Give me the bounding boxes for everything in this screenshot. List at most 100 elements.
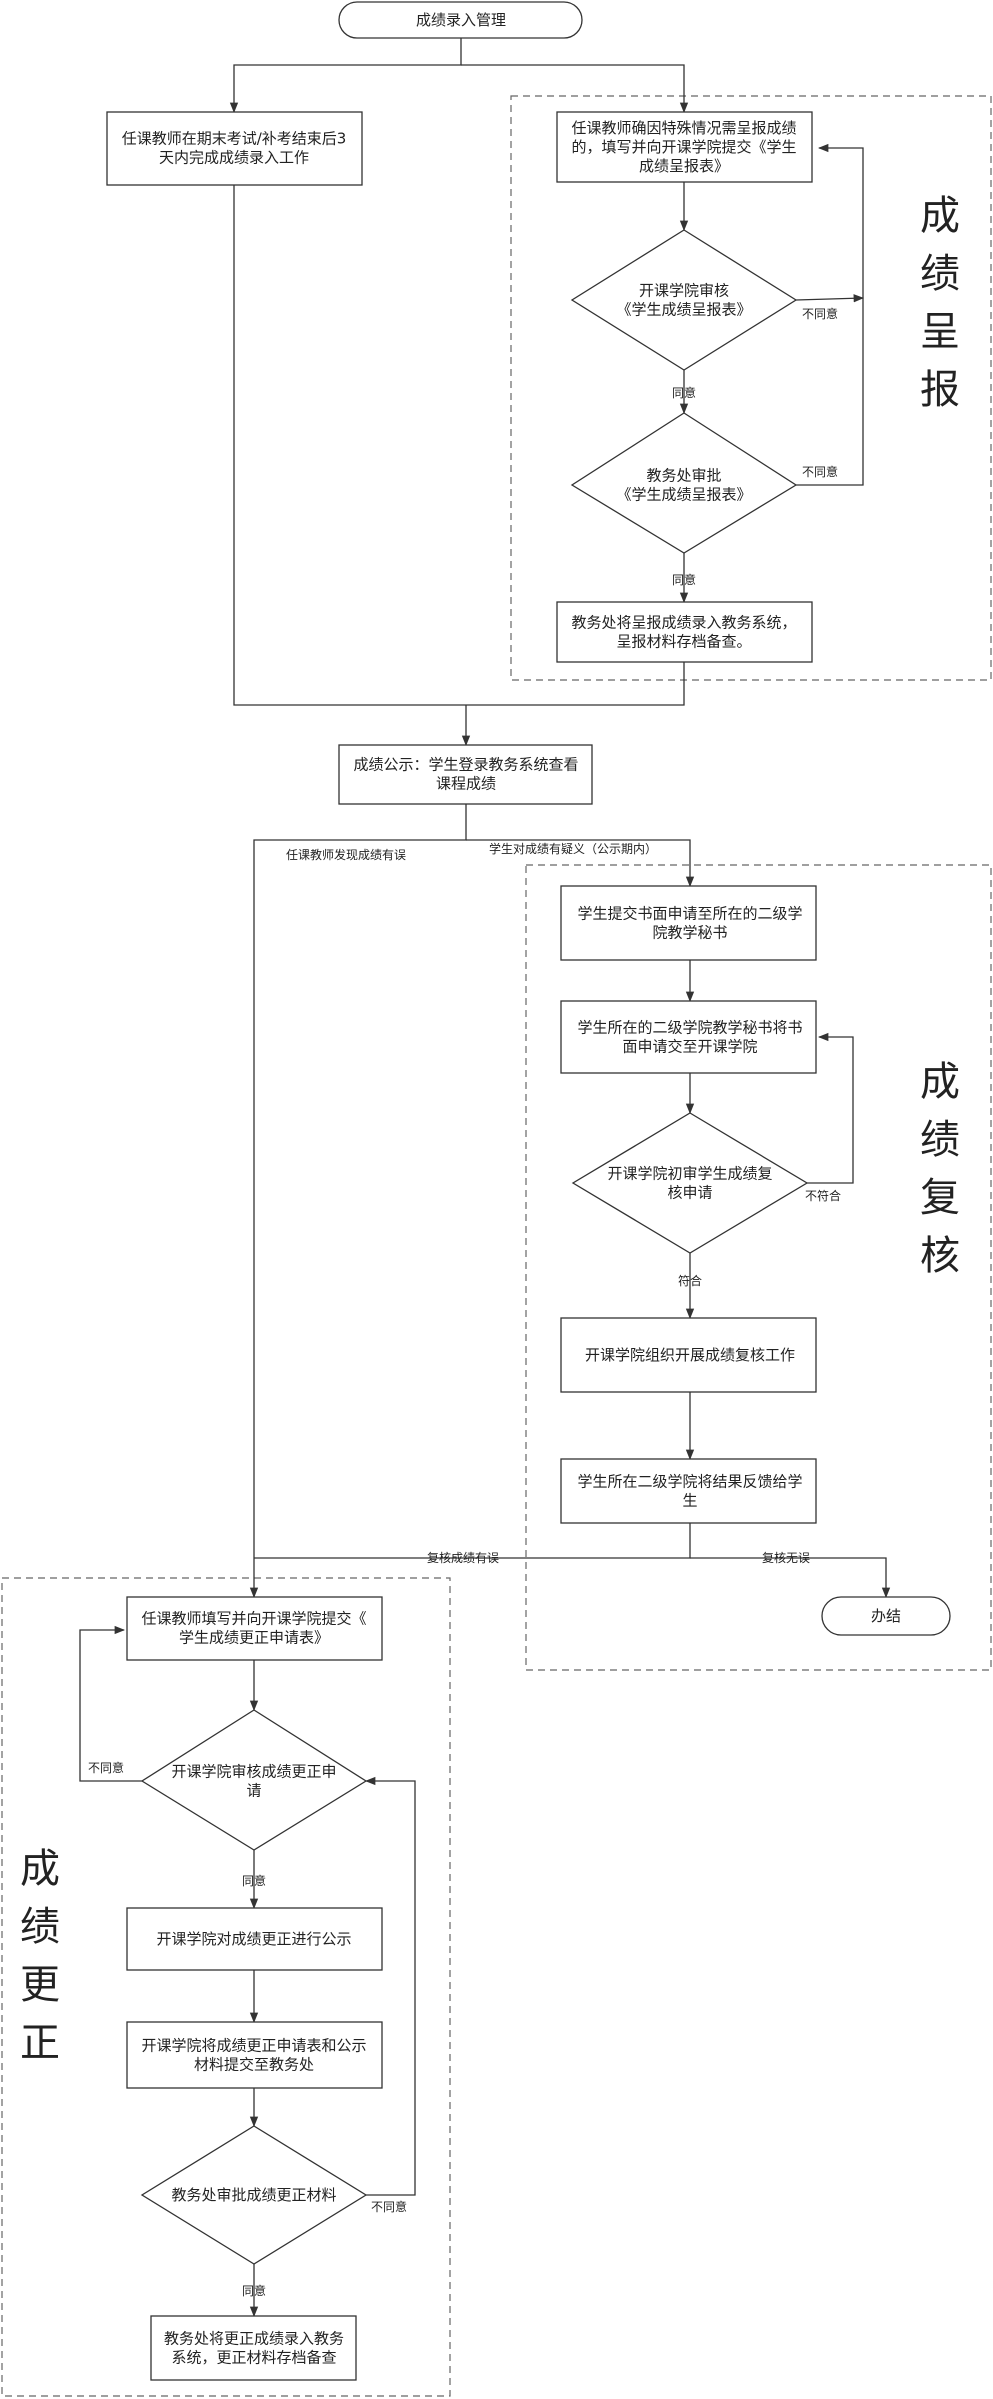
section-title-report-char-1: 成	[920, 193, 960, 239]
edge-label-disagree-4: 不同意	[371, 2199, 407, 2214]
edge-label-agree-1: 同意	[672, 385, 696, 400]
section-title-correction-char-4: 正	[20, 2020, 60, 2066]
node-college-review-correction: 开课学院审核成绩更正申请	[140, 1709, 368, 1851]
section-title-report-char-2: 绩	[920, 251, 960, 297]
node-special-report-text-line-1: 任课教师确因特殊情况需呈报成绩	[571, 119, 796, 137]
node-office-approve-report-text-line-2: 《学生成绩呈报表》	[616, 486, 751, 504]
node-start-text: 成绩录入管理	[416, 11, 506, 29]
node-publicize-text-line-2: 课程成绩	[436, 775, 496, 793]
node-college-review-correction-text-line-1: 开课学院审核成绩更正申	[171, 1763, 336, 1781]
node-college-review-report-text-line-2: 《学生成绩呈报表》	[616, 301, 751, 319]
node-done-text: 办结	[871, 1607, 901, 1625]
section-title-correction-char-3: 更	[20, 1962, 60, 2008]
node-college-recheck: 开课学院组织开展成绩复核工作	[560, 1317, 817, 1393]
edge-label-recheck-error: 复核成绩有误	[427, 1551, 499, 1565]
section-title-recheck-char-3: 复	[920, 1175, 960, 1221]
node-office-enter-report-text-line-2: 呈报材料存档备查。	[616, 633, 751, 651]
node-student-apply-text-line-1: 学生提交书面申请至所在的二级学	[577, 905, 802, 923]
node-teacher-entry-text-line-1: 任课教师在期末考试/补考结束后3	[122, 130, 347, 148]
node-office-approve-correction: 教务处审批成绩更正材料	[140, 2125, 368, 2265]
node-correction-form-text-line-2: 学生成绩更正申请表》	[179, 1629, 329, 1647]
section-title-recheck-char-4: 核	[920, 1233, 960, 1279]
node-office-enter-correction-text-line-1: 教务处将更正成绩录入教务	[164, 2330, 344, 2348]
edge-label-recheck-ok: 复核无误	[762, 1551, 810, 1565]
node-office-approve-report-text-line-1: 教务处审批	[646, 467, 721, 485]
node-special-report-text-line-3: 成绩呈报表》	[639, 157, 729, 175]
node-done: 办结	[821, 1596, 951, 1636]
node-submit-to-office-text-line-2: 材料提交至教务处	[194, 2056, 314, 2074]
section-title-report-char-3: 呈	[920, 309, 960, 355]
node-student-apply: 学生提交书面申请至所在的二级学院教学秘书	[560, 885, 817, 961]
node-office-enter-correction: 教务处将更正成绩录入教务系统，更正材料存档备查	[150, 2315, 357, 2381]
node-submit-to-office-text-line-1: 开课学院将成绩更正申请表和公示	[141, 2037, 366, 2055]
node-college-review-report-text-line-1: 开课学院审核	[639, 282, 729, 300]
node-feedback-text-line-1: 学生所在二级学院将结果反馈给学	[577, 1473, 802, 1491]
node-college-review-report-text: 开课学院审核《学生成绩呈报表》	[616, 282, 751, 319]
node-college-prelim-text: 开课学院初审学生成绩复核申请	[607, 1165, 772, 1202]
connectors	[79, 38, 891, 2318]
section-title-correction-char-2: 绩	[20, 1904, 60, 1950]
node-secretary-submit-text-line-2: 面申请交至开课学院	[622, 1038, 757, 1056]
edge-label-agree-2: 同意	[672, 572, 696, 587]
node-publicize-correction-text: 开课学院对成绩更正进行公示	[156, 1930, 351, 1948]
edge-label-disagree-3: 不同意	[88, 1760, 124, 1775]
edge-label-disagree-2: 不同意	[802, 464, 838, 479]
node-secretary-submit-text: 学生所在的二级学院教学秘书将书面申请交至开课学院	[577, 1019, 802, 1056]
node-publicize-text-line-1: 成绩公示：学生登录教务系统查看	[353, 756, 578, 774]
section-title-report-char-4: 报	[920, 367, 960, 413]
section-title-report: 成绩呈报	[920, 193, 960, 413]
node-office-enter-report-text: 教务处将呈报成绩录入教务系统，呈报材料存档备查。	[571, 614, 796, 651]
node-office-enter-report: 教务处将呈报成绩录入教务系统，呈报材料存档备查。	[556, 601, 813, 663]
edge-label-agree-4: 同意	[242, 2283, 266, 2298]
node-office-approve-correction-text-line-1: 教务处审批成绩更正材料	[171, 2186, 336, 2204]
node-start: 成绩录入管理	[338, 1, 583, 39]
node-correction-form-text-line-1: 任课教师填写并向开课学院提交《	[141, 1610, 366, 1628]
edge-labels: 不同意 同意 不同意 同意 任课教师发现成绩有误 学生对成绩有疑义（公示期内） …	[88, 306, 841, 2298]
edge-label-disagree-1: 不同意	[802, 306, 838, 321]
report-section-box	[510, 95, 992, 681]
section-title-correction-char-1: 成	[20, 1846, 60, 1892]
node-special-report-text: 任课教师确因特殊情况需呈报成绩的，填写并向开课学院提交《学生成绩呈报表》	[571, 119, 796, 175]
node-college-prelim-text-line-1: 开课学院初审学生成绩复	[607, 1165, 772, 1183]
node-teacher-entry-text-line-2: 天内完成成绩录入工作	[159, 149, 309, 167]
node-college-review-correction-text-line-2: 请	[246, 1782, 261, 1800]
edge-label-agree-3: 同意	[242, 1873, 266, 1888]
node-office-enter-correction-text: 教务处将更正成绩录入教务系统，更正材料存档备查	[164, 2330, 344, 2367]
node-college-review-correction-text: 开课学院审核成绩更正申请	[171, 1763, 336, 1800]
node-feedback: 学生所在二级学院将结果反馈给学生	[560, 1458, 817, 1524]
section-title-correction: 成绩更正	[20, 1846, 60, 2066]
node-publicize-correction-text-line-1: 开课学院对成绩更正进行公示	[156, 1930, 351, 1948]
node-publicize-text: 成绩公示：学生登录教务系统查看课程成绩	[353, 756, 578, 793]
node-college-recheck-text-line-1: 开课学院组织开展成绩复核工作	[585, 1346, 795, 1364]
node-submit-to-office: 开课学院将成绩更正申请表和公示材料提交至教务处	[126, 2021, 383, 2089]
node-feedback-text: 学生所在二级学院将结果反馈给学生	[577, 1473, 802, 1510]
node-publicize-correction: 开课学院对成绩更正进行公示	[126, 1907, 383, 1971]
node-secretary-submit-text-line-1: 学生所在的二级学院教学秘书将书	[577, 1019, 802, 1037]
node-special-report: 任课教师确因特殊情况需呈报成绩的，填写并向开课学院提交《学生成绩呈报表》	[556, 111, 813, 183]
node-office-approve-report: 教务处审批《学生成绩呈报表》	[570, 412, 798, 554]
node-college-recheck-text: 开课学院组织开展成绩复核工作	[585, 1346, 795, 1364]
node-student-apply-text: 学生提交书面申请至所在的二级学院教学秘书	[577, 905, 802, 942]
node-correction-form: 任课教师填写并向开课学院提交《学生成绩更正申请表》	[126, 1596, 383, 1661]
node-student-apply-text-line-2: 院教学秘书	[652, 924, 727, 942]
node-publicize: 成绩公示：学生登录教务系统查看课程成绩	[338, 744, 593, 805]
node-office-enter-correction-text-line-2: 系统，更正材料存档备查	[171, 2349, 336, 2367]
node-submit-to-office-text: 开课学院将成绩更正申请表和公示材料提交至教务处	[141, 2037, 366, 2074]
section-title-recheck-char-1: 成	[920, 1059, 960, 1105]
node-correction-form-text: 任课教师填写并向开课学院提交《学生成绩更正申请表》	[141, 1610, 366, 1647]
node-feedback-text-line-2: 生	[682, 1492, 697, 1510]
node-college-prelim: 开课学院初审学生成绩复核申请	[571, 1112, 809, 1254]
node-college-prelim-text-line-2: 核申请	[667, 1184, 712, 1202]
node-office-approve-report-text: 教务处审批《学生成绩呈报表》	[616, 467, 751, 504]
edge-label-student-doubt: 学生对成绩有疑义（公示期内）	[489, 841, 657, 856]
edge-label-not-conform: 不符合	[805, 1188, 841, 1203]
node-office-approve-correction-text: 教务处审批成绩更正材料	[171, 2186, 336, 2204]
section-title-recheck-char-2: 绩	[920, 1117, 960, 1163]
node-done-text-line-1: 办结	[871, 1607, 901, 1625]
edge-label-teacher-error: 任课教师发现成绩有误	[286, 847, 406, 862]
node-office-enter-report-text-line-1: 教务处将呈报成绩录入教务系统，	[571, 614, 796, 632]
node-start-text-line-1: 成绩录入管理	[416, 11, 506, 29]
